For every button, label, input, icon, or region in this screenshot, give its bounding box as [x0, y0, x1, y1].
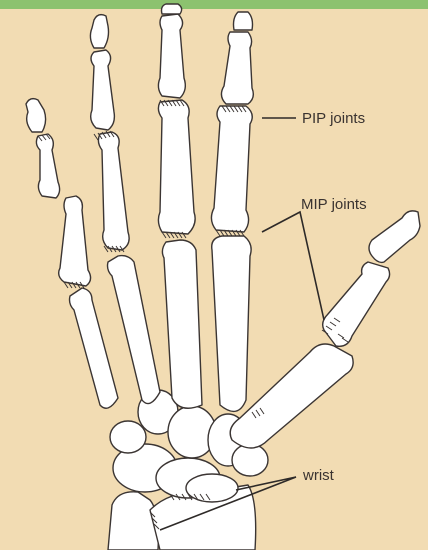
- pip-joints-label: PIP joints: [302, 111, 365, 126]
- mip-joints-label: MIP joints: [301, 197, 367, 212]
- mip-leader-lines: [262, 212, 324, 320]
- wrist-label: wrist: [303, 468, 334, 483]
- index-finger-bones: [211, 12, 253, 411]
- middle-finger-bones: [158, 4, 202, 408]
- thumb-bones: [230, 211, 420, 448]
